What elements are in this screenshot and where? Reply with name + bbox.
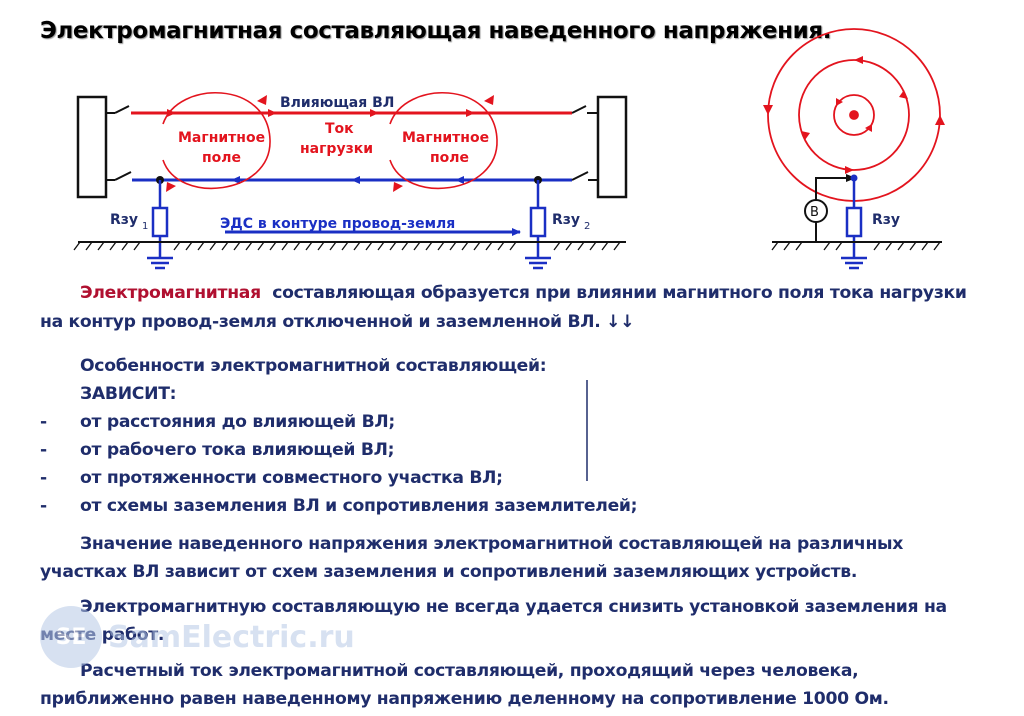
magnetic-field-label-1b: поле: [202, 150, 241, 166]
substation-left: [76, 95, 108, 199]
depends-label: ЗАВИСИТ:: [80, 384, 177, 404]
disconnected-line-blue: [106, 171, 598, 184]
paragraph-3-line-1: Значение наведенного напряжения электром…: [80, 534, 904, 554]
accent-term: Электромагнитная: [80, 283, 261, 303]
voltmeter-circuit: В Rзу: [804, 174, 900, 270]
paragraph-3-line-2: участках ВЛ зависит от схем заземления и…: [40, 562, 858, 582]
magnetic-field-loop-2: [389, 91, 498, 192]
grounding-resistor-2: [525, 180, 551, 270]
watermark: SE SamElectric.ru: [40, 602, 355, 672]
magnetic-field-label-2b: поле: [430, 150, 469, 166]
magnetic-field-label-1a: Магнитное: [178, 130, 265, 146]
load-current-label-a: Ток: [325, 121, 354, 137]
paragraph-5-line-1: Расчетный ток электромагнитной составляю…: [80, 661, 859, 681]
watermark-text: SamElectric.ru: [108, 619, 355, 655]
earth-line-left: [73, 228, 626, 251]
paragraph-1-rest: составляющая образуется при влиянии магн…: [260, 283, 967, 303]
rzu1-label: Rзу: [110, 212, 138, 228]
influencing-line-red: [106, 105, 598, 117]
paragraph-5-line-2: приближенно равен наведенному напряжению…: [40, 689, 889, 709]
watermark-logo: SE: [40, 606, 102, 668]
substation-right: [596, 95, 628, 199]
magnetic-field-loop-1: [162, 91, 271, 192]
page-title: Электромагнитная составляющая наведенног…: [40, 18, 832, 44]
paragraph-4-line-1: Электромагнитную составляющую не всегда …: [80, 597, 947, 617]
rzu2-subscript: 2: [584, 221, 590, 232]
rzu2-label: Rзу: [552, 212, 580, 228]
rzu1-subscript: 1: [142, 221, 148, 232]
voltmeter-label: В: [810, 205, 819, 220]
rzu-right-label: Rзу: [872, 212, 900, 228]
emf-label: ЭДС в контуре провод-земля: [220, 216, 455, 232]
earth-line-right: [771, 241, 942, 251]
induction-diagram: Влияющая ВЛ Магнитное поле Ток нагрузки …: [73, 28, 945, 270]
paragraph-1-line-2: на контур провод-земля отключенной и заз…: [40, 312, 635, 332]
features-title: Особенности электромагнитной составляюще…: [80, 356, 547, 376]
influencing-line-label: Влияющая ВЛ: [280, 95, 394, 111]
grounding-resistor-1: [147, 180, 173, 270]
magnetic-field-label-2a: Магнитное: [402, 130, 489, 146]
paragraph-1-line-1: Электромагнитная составляющая образуется…: [40, 283, 967, 303]
load-current-label-b: нагрузки: [300, 141, 373, 157]
